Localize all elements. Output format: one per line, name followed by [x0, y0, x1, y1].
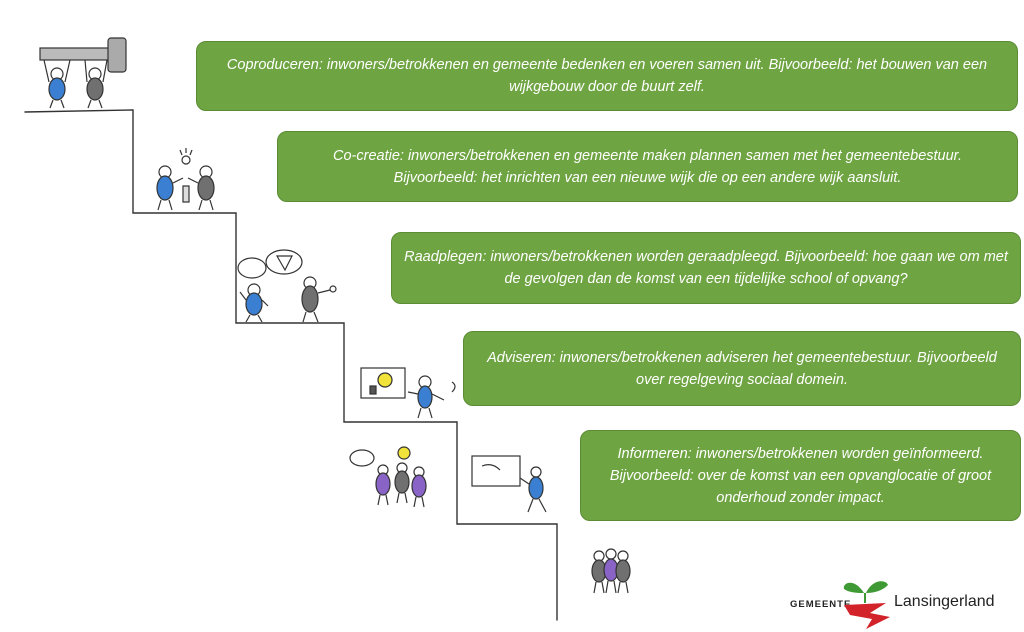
figures-informed-group — [349, 446, 547, 513]
step-coproduceren-box: Coproduceren: inwoners/betrokkenen en ge… — [196, 41, 1018, 111]
figure-advising — [360, 367, 456, 419]
step-adviseren-text: Adviseren: inwoners/betrokkenen advisere… — [487, 349, 997, 388]
step-coproduceren-text: Coproduceren: inwoners/betrokkenen en ge… — [226, 57, 988, 95]
logo-leaf-icon — [843, 581, 890, 629]
step-adviseren-box: Adviseren: inwoners/betrokkenen advisere… — [463, 331, 1021, 406]
step-raadplegen-text: Raadplegen: inwoners/betrokkenen worden … — [404, 249, 1008, 287]
step-informeren-box: Informeren: inwoners/betrokkenen worden … — [580, 430, 1021, 521]
logo-prefix: GEMEENTE — [790, 599, 852, 610]
staircase-line — [24, 109, 558, 621]
step-raadplegen-box: Raadplegen: inwoners/betrokkenen worden … — [391, 232, 1021, 304]
figures-coproducing — [39, 37, 127, 109]
figures-base-group — [591, 548, 631, 594]
figures-cocreating — [156, 148, 215, 211]
lansingerland-logo: GEMEENTE Lansingerland — [790, 573, 1020, 631]
step-cocreatie-text: Co-creatie: inwoners/betrokkenen en geme… — [333, 147, 962, 186]
step-informeren-text: Informeren: inwoners/betrokkenen worden … — [609, 445, 992, 506]
logo-name: Lansingerland — [894, 593, 995, 610]
figures-consulting — [237, 249, 337, 323]
step-cocreatie-box: Co-creatie: inwoners/betrokkenen en geme… — [277, 131, 1018, 202]
